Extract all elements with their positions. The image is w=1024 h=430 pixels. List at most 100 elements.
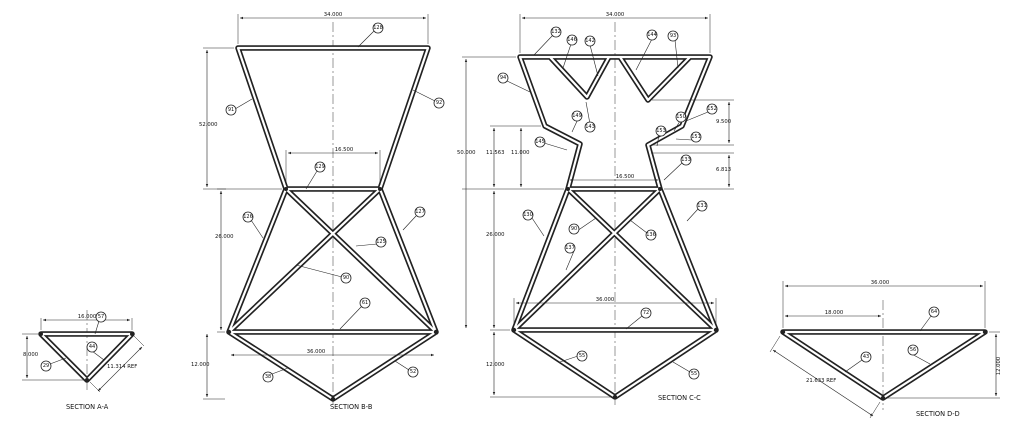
dimension-label: 52.000	[199, 122, 218, 128]
balloon-label: 142	[585, 38, 595, 44]
balloon-callouts: 128 91 92 129 126 127 125 90 61 38 52	[225, 22, 445, 383]
balloon-label: 72	[643, 310, 649, 316]
dimension-label: 36.000	[871, 280, 890, 286]
balloon-label: 91	[228, 107, 234, 113]
dimension-label: 8.000	[23, 352, 39, 358]
dimension-upper-height: 52.000	[199, 47, 234, 190]
balloon-label: 64	[931, 309, 937, 315]
dimension-label: 16.500	[616, 174, 635, 180]
dimension-bottom-height: 12.000	[191, 334, 225, 400]
section-title: SECTION A-A	[66, 403, 109, 411]
dimension-label: 12.000	[191, 362, 210, 368]
dimension-label: 11.563	[486, 150, 505, 156]
balloon-label: 131	[697, 203, 707, 209]
balloon-label: 29	[43, 363, 49, 369]
balloon-label: 143	[585, 124, 595, 130]
dimension-label: 26.000	[486, 232, 505, 238]
balloon-label: 92	[436, 100, 442, 106]
frame-members	[226, 45, 439, 402]
dimension-top-width: 34.000	[519, 12, 711, 53]
balloon-callouts: 64 43 56	[844, 306, 940, 373]
balloon-label: 44	[89, 344, 95, 350]
balloon-label: 127	[415, 209, 425, 215]
balloon-label: 152	[707, 106, 717, 112]
dimension-label: 21.633 REF	[806, 378, 836, 384]
section-a-a: 16.000 8.000 11.314 REF 57 44 29 SECTION…	[22, 310, 145, 411]
dimension-width: 16.000	[40, 314, 133, 330]
section-b-b: 34.000 52.000 16.500 26.000 12.000 36.00…	[191, 12, 445, 411]
dimension-label: 26.000	[215, 234, 234, 240]
dimension-lower-height: 26.000	[486, 191, 510, 331]
balloon-label: 128	[373, 25, 383, 31]
balloon-label: 129	[315, 164, 325, 170]
balloon-label: 57	[98, 314, 104, 320]
dimension-notch-inner: 11.000	[511, 128, 530, 187]
balloon-label: 133	[681, 157, 691, 163]
balloon-label: 55	[691, 371, 697, 377]
dimension-label: 16.500	[335, 147, 354, 153]
section-title: SECTION D-D	[916, 410, 960, 418]
balloon-label: 94	[500, 75, 506, 81]
balloon-label: 149	[572, 113, 582, 119]
frame-members	[780, 329, 988, 401]
dimension-notch-outer: 11.563	[486, 125, 541, 187]
balloon-label: 146	[567, 37, 577, 43]
dimension-label: 6.813	[716, 167, 731, 173]
dimension-label: 9.500	[716, 119, 732, 125]
dimension-base-width: 36.000	[231, 349, 434, 357]
section-title: SECTION C-C	[658, 394, 701, 402]
dimension-upper-height: 50.000	[457, 56, 564, 328]
frame-members	[38, 331, 135, 383]
dimension-label: 12.000	[996, 356, 1002, 375]
balloon-label: 137	[565, 245, 575, 251]
dimension-right-lower: 6.813	[651, 152, 734, 190]
dimension-label: 34.000	[606, 12, 625, 18]
balloon-callouts: 132 146 142 143 144 93 94 152 150 145 14…	[497, 26, 718, 380]
dimension-label: 12.000	[486, 362, 505, 368]
dimension-bottom-height: 12.000	[486, 332, 611, 398]
section-d-d: 36.000 18.000 12.000 21.633 REF 64 43 56…	[769, 280, 1002, 419]
balloon-callouts: 57 44 29	[40, 311, 107, 372]
dimension-total-width: 36.000	[782, 280, 986, 328]
balloon-label: 136	[646, 232, 656, 238]
balloon-label: 93	[670, 33, 676, 39]
dimension-label: 11.314 REF	[107, 364, 137, 370]
dimension-middle-width: 16.500	[570, 174, 658, 182]
balloon-label: 125	[376, 239, 386, 245]
dimension-label: 36.000	[307, 349, 326, 355]
dimension-diagonal: 21.633 REF	[769, 335, 881, 419]
dimension-lower-height: 26.000	[215, 188, 282, 333]
balloon-label: 145	[535, 139, 545, 145]
balloon-label: 55	[579, 353, 585, 359]
dimension-label: 11.000	[511, 150, 530, 156]
balloon-label: 151	[691, 134, 701, 140]
dimension-label: 50.000	[457, 150, 476, 156]
balloon-label: 43	[863, 354, 869, 360]
dimension-height: 12.000	[887, 331, 1002, 399]
balloon-label: 150	[676, 114, 686, 120]
frame-members	[511, 54, 719, 400]
balloon-label: 130	[523, 212, 533, 218]
dimension-right-notch: 9.500	[652, 99, 734, 146]
dimension-height: 8.000	[22, 333, 84, 381]
dimension-half-width: 18.000	[785, 310, 881, 318]
dimension-middle-width: 16.500	[285, 147, 381, 185]
dimension-top-width: 34.000	[237, 12, 429, 44]
balloon-label: 132	[551, 29, 561, 35]
balloon-label: 61	[362, 300, 368, 306]
balloon-label: 126	[243, 214, 253, 220]
dimension-label: 16.000	[78, 314, 97, 320]
dimension-base-width: 36.000	[513, 297, 717, 326]
balloon-label: 56	[910, 347, 916, 353]
dimension-label: 36.000	[596, 297, 615, 303]
balloon-label: 90	[571, 226, 577, 232]
balloon-label: 52	[410, 369, 416, 375]
section-title: SECTION B-B	[330, 403, 373, 411]
dimension-label: 18.000	[825, 310, 844, 316]
balloon-label: 153	[656, 128, 666, 134]
balloon-label: 90	[343, 275, 349, 281]
dimension-label: 34.000	[324, 12, 343, 18]
dimension-diagonal: 11.314 REF	[89, 335, 145, 393]
balloon-label: 38	[265, 374, 271, 380]
